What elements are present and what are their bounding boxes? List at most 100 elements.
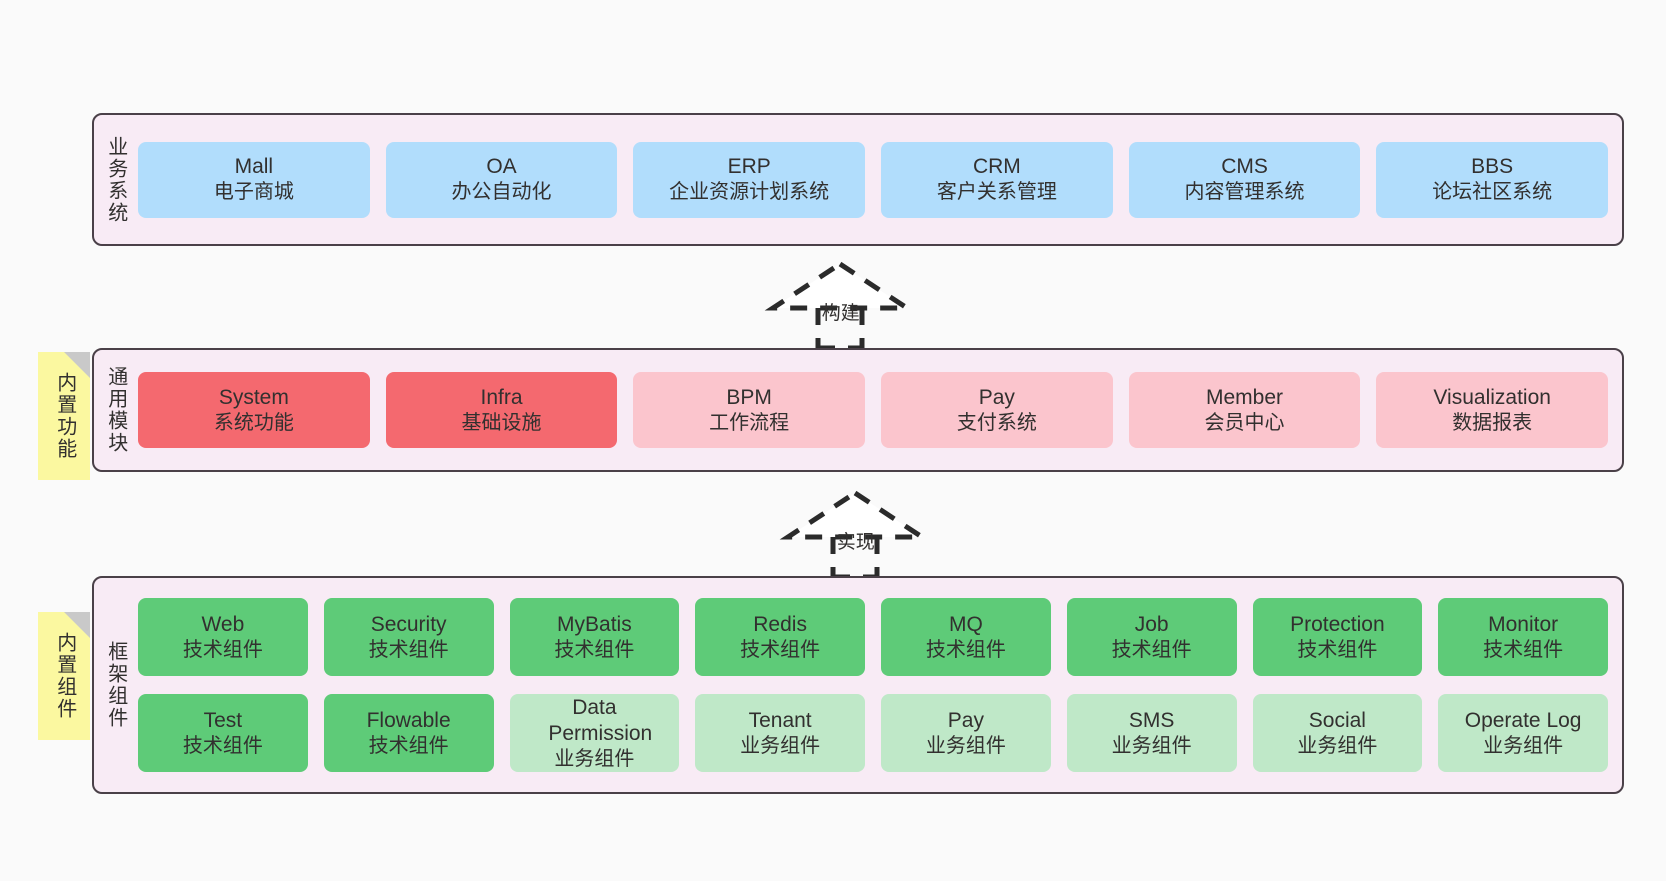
cell-title: Pay (978, 385, 1015, 409)
cell-title: Pay (947, 708, 984, 732)
cell-title: SMS (1128, 708, 1175, 732)
cell-subtitle: 技术组件 (1111, 638, 1192, 661)
connector-build-label: 构建 (821, 303, 860, 324)
cell-subtitle: 技术组件 (1483, 638, 1564, 661)
cell-subtitle: 技术组件 (554, 638, 635, 661)
band-label-framework: 框架组件 (104, 641, 127, 729)
cell-title: Visualization (1433, 385, 1551, 409)
cell-tenant[interactable]: Tenant 业务组件 (695, 694, 865, 772)
cell-pay-component[interactable]: Pay 业务组件 (881, 694, 1051, 772)
cell-subtitle: 业务组件 (1483, 734, 1564, 757)
band-body-business: Mall 电子商城 OA 办公自动化 ERP 企业资源计划系统 CRM 客户关系… (136, 115, 1622, 244)
cell-web[interactable]: Web 技术组件 (138, 598, 308, 676)
cell-title: CRM (972, 155, 1021, 179)
cell-title: Mall (234, 155, 274, 179)
cell-subtitle: 业务组件 (1111, 734, 1192, 757)
cell-redis[interactable]: Redis 技术组件 (695, 598, 865, 676)
cell-cms[interactable]: CMS 内容管理系统 (1128, 141, 1361, 218)
note-builtin-function: 内置功能 (38, 352, 90, 480)
cell-title: Job (1134, 612, 1169, 636)
cell-subtitle: 办公自动化 (451, 181, 552, 204)
cell-subtitle: 技术组件 (368, 638, 449, 661)
cell-subtitle: 业务组件 (554, 747, 635, 770)
cell-pay-module[interactable]: Pay 支付系统 (881, 372, 1113, 448)
cell-sms[interactable]: SMS 业务组件 (1066, 694, 1237, 772)
cell-title: Security (370, 612, 447, 636)
cell-subtitle: 电子商城 (213, 181, 294, 204)
cell-subtitle: 工作流程 (709, 411, 790, 434)
cell-title: CMS (1221, 155, 1268, 179)
cell-title: Infra (480, 385, 523, 409)
cell-oa[interactable]: OA 办公自动化 (385, 141, 618, 218)
cell-visualization[interactable]: Visualization 数据报表 (1376, 372, 1609, 448)
cell-mq[interactable]: MQ 技术组件 (881, 598, 1051, 676)
cell-data-permission[interactable]: Data Permission 业务组件 (509, 694, 680, 772)
cell-mall[interactable]: Mall 电子商城 (138, 141, 370, 218)
cell-job[interactable]: Job 技术组件 (1066, 598, 1237, 676)
implement-arrow-icon (779, 490, 931, 580)
cell-infra[interactable]: Infra 基础设施 (385, 372, 618, 448)
cell-subtitle: 业务组件 (1297, 734, 1378, 757)
cell-member[interactable]: Member 会员中心 (1128, 372, 1361, 448)
cell-title: Social (1308, 708, 1366, 732)
cell-subtitle: 技术组件 (925, 638, 1006, 661)
cell-crm[interactable]: CRM 客户关系管理 (881, 141, 1113, 218)
row-business-1: Mall 电子商城 OA 办公自动化 ERP 企业资源计划系统 CRM 客户关系… (138, 141, 1609, 218)
cell-subtitle: 会员中心 (1204, 411, 1285, 434)
cell-title: Tenant (748, 708, 812, 732)
cell-system[interactable]: System 系统功能 (138, 372, 370, 448)
cell-bbs[interactable]: BBS 论坛社区系统 (1376, 141, 1609, 218)
cell-mybatis[interactable]: MyBatis 技术组件 (509, 598, 680, 676)
connector-implement-label: 实现 (836, 532, 875, 553)
cell-subtitle: 数据报表 (1452, 411, 1533, 434)
cell-subtitle: 技术组件 (182, 638, 263, 661)
cell-title: Web (201, 612, 245, 636)
cell-security[interactable]: Security 技术组件 (323, 598, 494, 676)
cell-subtitle: 系统功能 (213, 411, 294, 434)
row-framework-tech: Web 技术组件 Security 技术组件 MyBatis 技术组件 Redi… (138, 598, 1608, 676)
connector-implement: 实现 (775, 487, 935, 580)
cell-social[interactable]: Social 业务组件 (1252, 694, 1423, 772)
cell-title: MQ (948, 612, 983, 636)
cell-monitor[interactable]: Monitor 技术组件 (1438, 598, 1608, 676)
cell-subtitle: 客户关系管理 (936, 181, 1057, 204)
band-framework-components: 框架组件 Web 技术组件 Security 技术组件 MyBatis 技术组件… (92, 576, 1624, 794)
cell-title: System (218, 385, 289, 409)
note-builtin-component: 内置组件 (38, 612, 90, 740)
cell-title: BPM (726, 385, 772, 409)
cell-title: ERP (727, 155, 771, 179)
cell-test[interactable]: Test 技术组件 (138, 694, 308, 772)
cell-title: Operate Log (1464, 708, 1582, 732)
cell-subtitle: 企业资源计划系统 (669, 181, 830, 204)
cell-protection[interactable]: Protection 技术组件 (1252, 598, 1423, 676)
cell-subtitle: 内容管理系统 (1184, 181, 1305, 204)
band-label-business: 业务系统 (104, 135, 127, 224)
cell-subtitle: 基础设施 (461, 411, 542, 434)
cell-erp[interactable]: ERP 企业资源计划系统 (633, 141, 866, 218)
cell-flowable[interactable]: Flowable 技术组件 (323, 694, 494, 772)
cell-title: BBS (1471, 155, 1514, 179)
note-label: 内置功能 (53, 372, 76, 460)
cell-title: MyBatis (557, 612, 632, 636)
cell-title: OA (486, 155, 517, 179)
cell-title: Flowable (366, 708, 451, 732)
cell-title: Test (203, 708, 243, 732)
band-common-modules: 通用模块 System 系统功能 Infra 基础设施 BPM 工作流程 Pay (92, 348, 1624, 472)
cell-title: Redis (753, 612, 807, 636)
connector-build: 构建 (760, 258, 920, 351)
cell-bpm[interactable]: BPM 工作流程 (633, 372, 866, 448)
cell-subtitle: 技术组件 (368, 734, 449, 757)
cell-subtitle: 论坛社区系统 (1432, 181, 1553, 204)
cell-subtitle: 技术组件 (740, 638, 821, 661)
note-fold-corner-icon (64, 352, 90, 378)
note-fold-corner-icon (64, 612, 90, 638)
band-business-systems: 业务系统 Mall 电子商城 OA 办公自动化 ERP 企业资源计划系统 CRM (92, 113, 1624, 246)
row-common-1: System 系统功能 Infra 基础设施 BPM 工作流程 Pay 支付系统… (138, 372, 1609, 448)
cell-title: Data Permission (548, 695, 653, 745)
band-body-framework: Web 技术组件 Security 技术组件 MyBatis 技术组件 Redi… (136, 578, 1622, 792)
cell-subtitle: 支付系统 (956, 411, 1037, 434)
band-body-common: System 系统功能 Infra 基础设施 BPM 工作流程 Pay 支付系统… (136, 350, 1622, 470)
cell-operate-log[interactable]: Operate Log 业务组件 (1438, 694, 1608, 772)
row-framework-business: Test 技术组件 Flowable 技术组件 Data Permission … (138, 694, 1608, 772)
